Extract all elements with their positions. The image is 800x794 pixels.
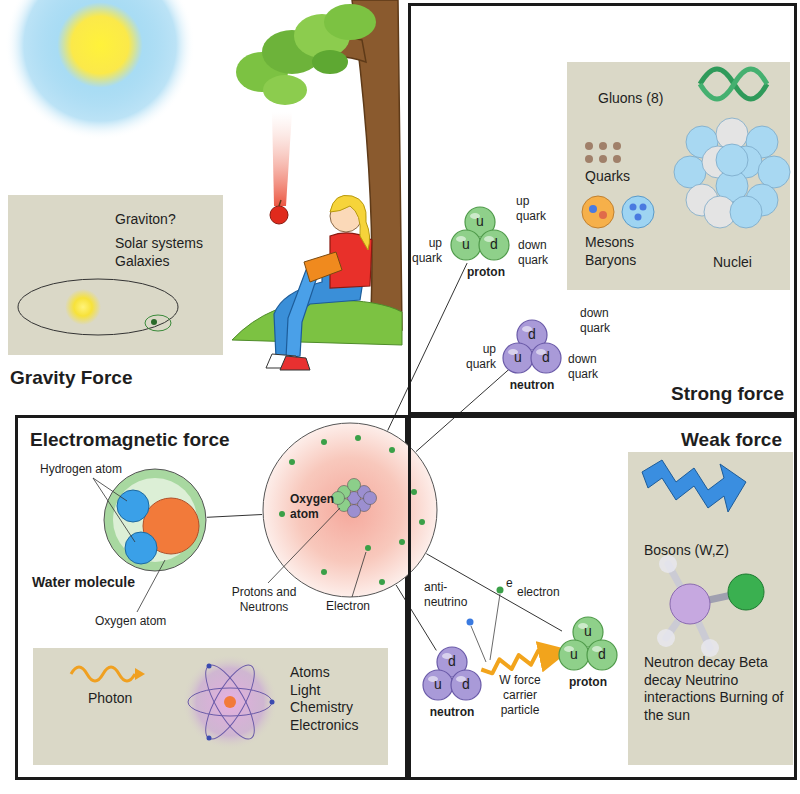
proton-cluster: uudproton [448,205,512,285]
connector-line [416,369,510,452]
quark-letter: d [484,236,504,254]
neutron-cluster: dud neutron [420,645,484,725]
quark-label: down quark [568,352,598,382]
scope-list: Solar systems Galaxies [115,235,215,270]
part-label: Electron [326,599,370,614]
part-label: Protons and Neutrons [214,585,314,615]
node-artwork [103,468,207,572]
quark-label: down quark [580,306,610,336]
particle-name: neutron [500,378,564,393]
part-label: Hydrogen atom [40,462,122,477]
item-list: Neutron decay Beta decay Neutrino intera… [644,654,789,724]
quark-letter: d [522,326,542,344]
particle-name: proton [556,675,620,690]
particle-name: proton [454,265,518,280]
sun [5,0,195,140]
quark-letter: u [578,623,598,641]
panel-heading: Electromagnetic force [30,428,230,452]
strong-info-box: Gluons (8) QuarksMesons BaryonsNuclei [567,62,790,290]
item-label: Quarks [585,168,630,186]
item-label: Photon [88,690,132,708]
quark-label: up quark [466,342,496,372]
molecule-name: Water molecule [32,574,135,592]
item-label: Bosons (W,Z) [644,542,729,560]
atom-name: Oxygen atom [290,492,334,522]
part-label: Oxygen atom [95,614,166,629]
quark-letter: u [428,676,448,694]
strong-force-panel: Strong force Gluons (8) QuarksMesons Baryo… [408,3,797,415]
item-label: Nuclei [713,254,752,272]
quark-letter: d [442,653,462,671]
quark-label: down quark [518,238,548,268]
quark-letter: d [456,676,476,694]
quark-letter: u [470,213,490,231]
connector-line [207,515,262,518]
panel-heading: Weak force [681,428,782,452]
quark-label: up quark [516,194,546,224]
particle-symbol: e [506,576,513,591]
item-label: Mesons Baryons [585,234,636,269]
oxygen-atom: Oxygen atom [262,422,438,598]
girl-reading [232,195,402,370]
neutron-cluster: dud neutron [500,318,564,398]
quark-letter: u [456,236,476,254]
quark-letter: d [592,646,612,664]
item-label: Gluons (8) [598,90,663,108]
w-boson-connector [481,651,558,673]
quark-letter: u [564,646,584,664]
falling-apple [270,112,292,224]
connector-line [388,263,467,430]
item-list: Atoms Light Chemistry Electronics [290,664,358,734]
node-artwork [262,422,438,598]
force-carrier: Graviton? [115,211,176,229]
proton-cluster: uud proton [556,615,620,695]
water-molecule: Water molecule [103,468,207,572]
weak-info-box: Bosons (W,Z) Neutron decay Beta decay Neu… [628,452,793,765]
particle-name: neutron [420,705,484,720]
particle-label: electron [517,585,560,600]
particle-label: anti-neutrino [424,580,484,610]
gravity-box: Graviton? Solar systems Galaxies [8,195,223,355]
connector-line [396,585,436,650]
tree [236,0,402,330]
electromagnetic-info-box: Photon Atoms Light Chemistry Electronics [33,648,388,765]
decay-products [467,587,504,663]
force-heading: Gravity Force [10,366,133,390]
quark-label: up quark [412,236,442,266]
quark-letter: u [508,349,528,367]
connector-label: W force carrier particle [489,673,551,718]
panel-heading: Strong force [671,382,784,406]
quark-letter: d [536,349,556,367]
